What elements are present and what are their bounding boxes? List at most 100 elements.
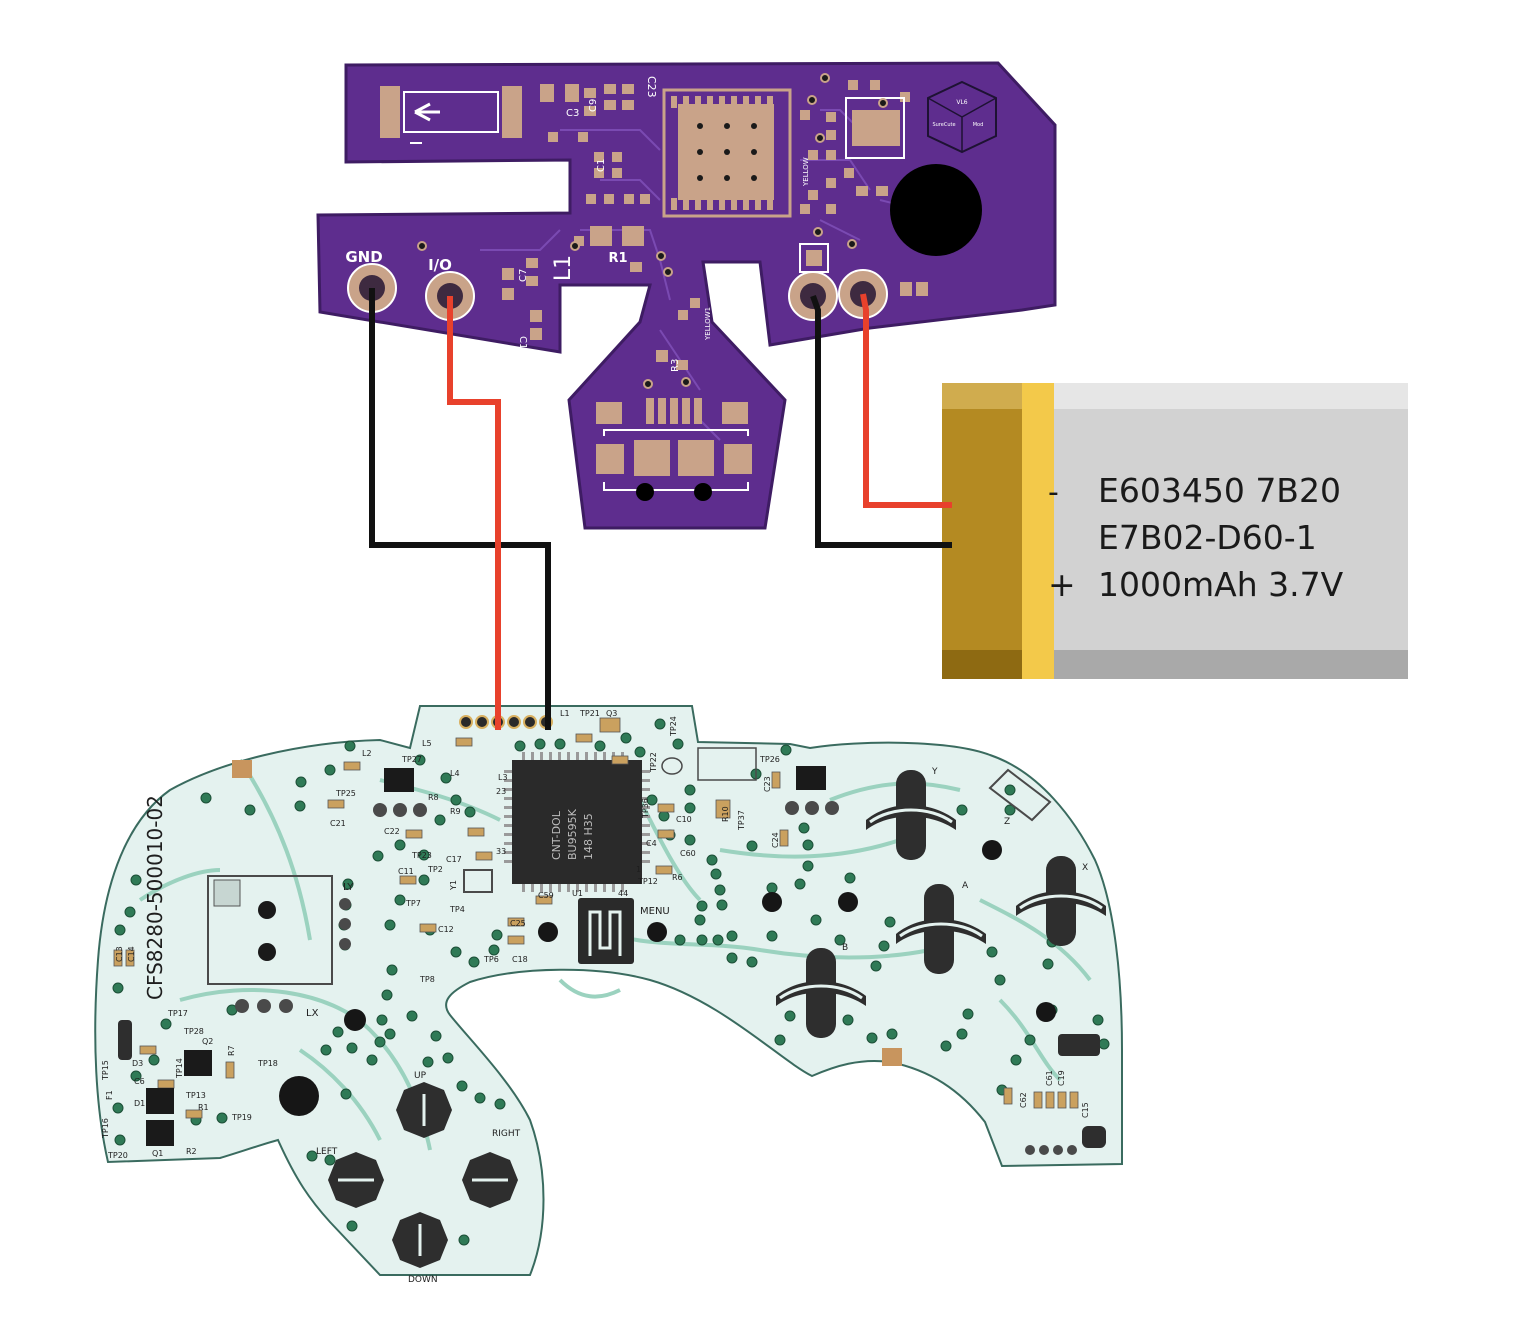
label-x: X bbox=[1082, 863, 1088, 873]
chip-text-line1: CNT-DOL bbox=[550, 810, 563, 860]
label-c4: C4 bbox=[646, 839, 657, 848]
label-tp12: TP12 bbox=[637, 877, 658, 886]
tab-hole bbox=[694, 483, 712, 501]
label-l5: L5 bbox=[422, 739, 432, 748]
z-button-outline bbox=[988, 768, 1052, 822]
component-outline bbox=[697, 747, 757, 781]
label-tp16: TP16 bbox=[101, 1118, 110, 1139]
label-tp27: TP27 bbox=[401, 755, 422, 764]
chip-pins bbox=[504, 752, 650, 892]
label-c24: C24 bbox=[771, 832, 780, 848]
label-d3: D3 bbox=[132, 1059, 143, 1068]
controller-pad-groups bbox=[235, 801, 1077, 1155]
battery-polarity-pos: + bbox=[1048, 565, 1076, 604]
controller-chip-u1: CNT-DOL BU9595K 148 H35 bbox=[504, 752, 650, 892]
label-tp26: TP26 bbox=[759, 755, 780, 764]
yellow-label: YELLOW bbox=[802, 157, 810, 187]
test-pad bbox=[882, 1048, 902, 1066]
battery-label-line1: E603450 7B20 bbox=[1098, 471, 1341, 510]
pad-io-label: I/O bbox=[428, 256, 452, 274]
joystick-hole bbox=[258, 901, 276, 919]
label-tp14: TP14 bbox=[175, 1058, 184, 1079]
r1-label: R1 bbox=[608, 251, 627, 266]
label-tp25: TP25 bbox=[335, 789, 356, 798]
face-button-x-pad bbox=[1016, 856, 1106, 946]
label-c25: C25 bbox=[510, 919, 526, 928]
dpad-left-pad bbox=[328, 1152, 384, 1208]
label-tp22: TP22 bbox=[649, 752, 658, 773]
tab-connector-pins bbox=[646, 398, 702, 424]
label-z: Z bbox=[1004, 817, 1010, 827]
label-l2: L2 bbox=[362, 749, 372, 758]
label-c11: C11 bbox=[398, 867, 414, 876]
pin-23-label: 23 bbox=[496, 787, 506, 796]
label-q2: Q2 bbox=[202, 1037, 213, 1046]
arrow-left-icon bbox=[414, 102, 440, 122]
module-board-outline bbox=[316, 61, 1057, 530]
joystick-hole bbox=[258, 943, 276, 961]
label-tp7: TP7 bbox=[405, 899, 421, 908]
dpad bbox=[328, 1082, 518, 1268]
pin-33-label: 33 bbox=[496, 847, 506, 856]
dpad-up-pad bbox=[396, 1082, 452, 1138]
logo-text-surecute: SureCute bbox=[932, 122, 955, 128]
module-smd-parts bbox=[502, 80, 928, 370]
label-f1: F1 bbox=[105, 1090, 114, 1100]
switch-outline bbox=[403, 91, 499, 133]
battery-wrap-highlight bbox=[942, 383, 1022, 409]
controller-mount-holes bbox=[279, 840, 1056, 1116]
battery-wrap bbox=[942, 383, 1022, 679]
wires bbox=[369, 288, 952, 730]
label-tp17: TP17 bbox=[167, 1009, 188, 1018]
label-c19: C19 bbox=[1057, 1070, 1066, 1086]
label-a: A bbox=[962, 881, 969, 891]
label-q1: Q1 bbox=[152, 1149, 163, 1158]
test-pad bbox=[232, 760, 252, 778]
chip-text-line2: BU9595K bbox=[566, 808, 579, 860]
label-d1: D1 bbox=[134, 1099, 145, 1108]
controller-ref-labels: U1 Y1 Q1 Q2 Q3 D1 D3 F1 R1 R2 R7 L1 L2 L… bbox=[101, 709, 1090, 1160]
wire-ground-io bbox=[369, 288, 551, 730]
label-r6: R6 bbox=[672, 873, 683, 882]
controller-smd-parts bbox=[113, 717, 1079, 1119]
component-black bbox=[384, 768, 414, 792]
label-c59: C59 bbox=[538, 891, 554, 900]
label-tp20: TP20 bbox=[107, 1151, 128, 1160]
logo-text-vl6: VL6 bbox=[956, 99, 967, 106]
battery-polarity-neg: - bbox=[1048, 475, 1059, 510]
label-ly: LY bbox=[343, 882, 354, 893]
label-l1: L1 bbox=[560, 709, 570, 718]
label-c62: C62 bbox=[1019, 1092, 1028, 1108]
label-tp8: TP8 bbox=[419, 975, 435, 984]
face-button-y-pad bbox=[866, 770, 956, 860]
controller-part-number: CFS8280-500010-02 bbox=[143, 795, 167, 1000]
label-y: Y bbox=[931, 767, 938, 777]
battery-label-line3: 1000mAh 3.7V bbox=[1098, 565, 1344, 604]
c23-label: C23 bbox=[645, 76, 658, 98]
module-logo: VL6 SureCute Mod bbox=[927, 80, 997, 154]
label-c60: C60 bbox=[680, 849, 696, 858]
label-tp13: TP13 bbox=[185, 1091, 206, 1100]
label-l4: L4 bbox=[450, 769, 460, 778]
tab-smd bbox=[722, 402, 748, 424]
tab-silk-outline bbox=[603, 429, 749, 491]
label-q3: Q3 bbox=[606, 709, 617, 718]
label-b: B bbox=[842, 943, 848, 953]
controller-board: CNT-DOL BU9595K 148 H35 bbox=[94, 705, 1123, 1285]
label-r9: R9 bbox=[450, 807, 461, 816]
c3-label: C3 bbox=[566, 108, 579, 119]
regulator-chip bbox=[852, 110, 900, 146]
label-tp2: TP2 bbox=[427, 865, 443, 874]
l1-label: L1 bbox=[551, 255, 576, 281]
mcu-vias bbox=[697, 123, 757, 181]
label-tp15: TP15 bbox=[101, 1060, 110, 1081]
wire-power-battery bbox=[860, 293, 952, 508]
battery: - E603450 7B20 E7B02-D60-1 + 1000mAh 3.7… bbox=[942, 383, 1408, 679]
switch-footprint bbox=[380, 86, 400, 138]
label-tp28: TP28 bbox=[183, 1027, 204, 1036]
label-r1: R1 bbox=[198, 1103, 209, 1112]
label-down: DOWN bbox=[408, 1275, 438, 1285]
label-tp37: TP37 bbox=[737, 810, 746, 831]
